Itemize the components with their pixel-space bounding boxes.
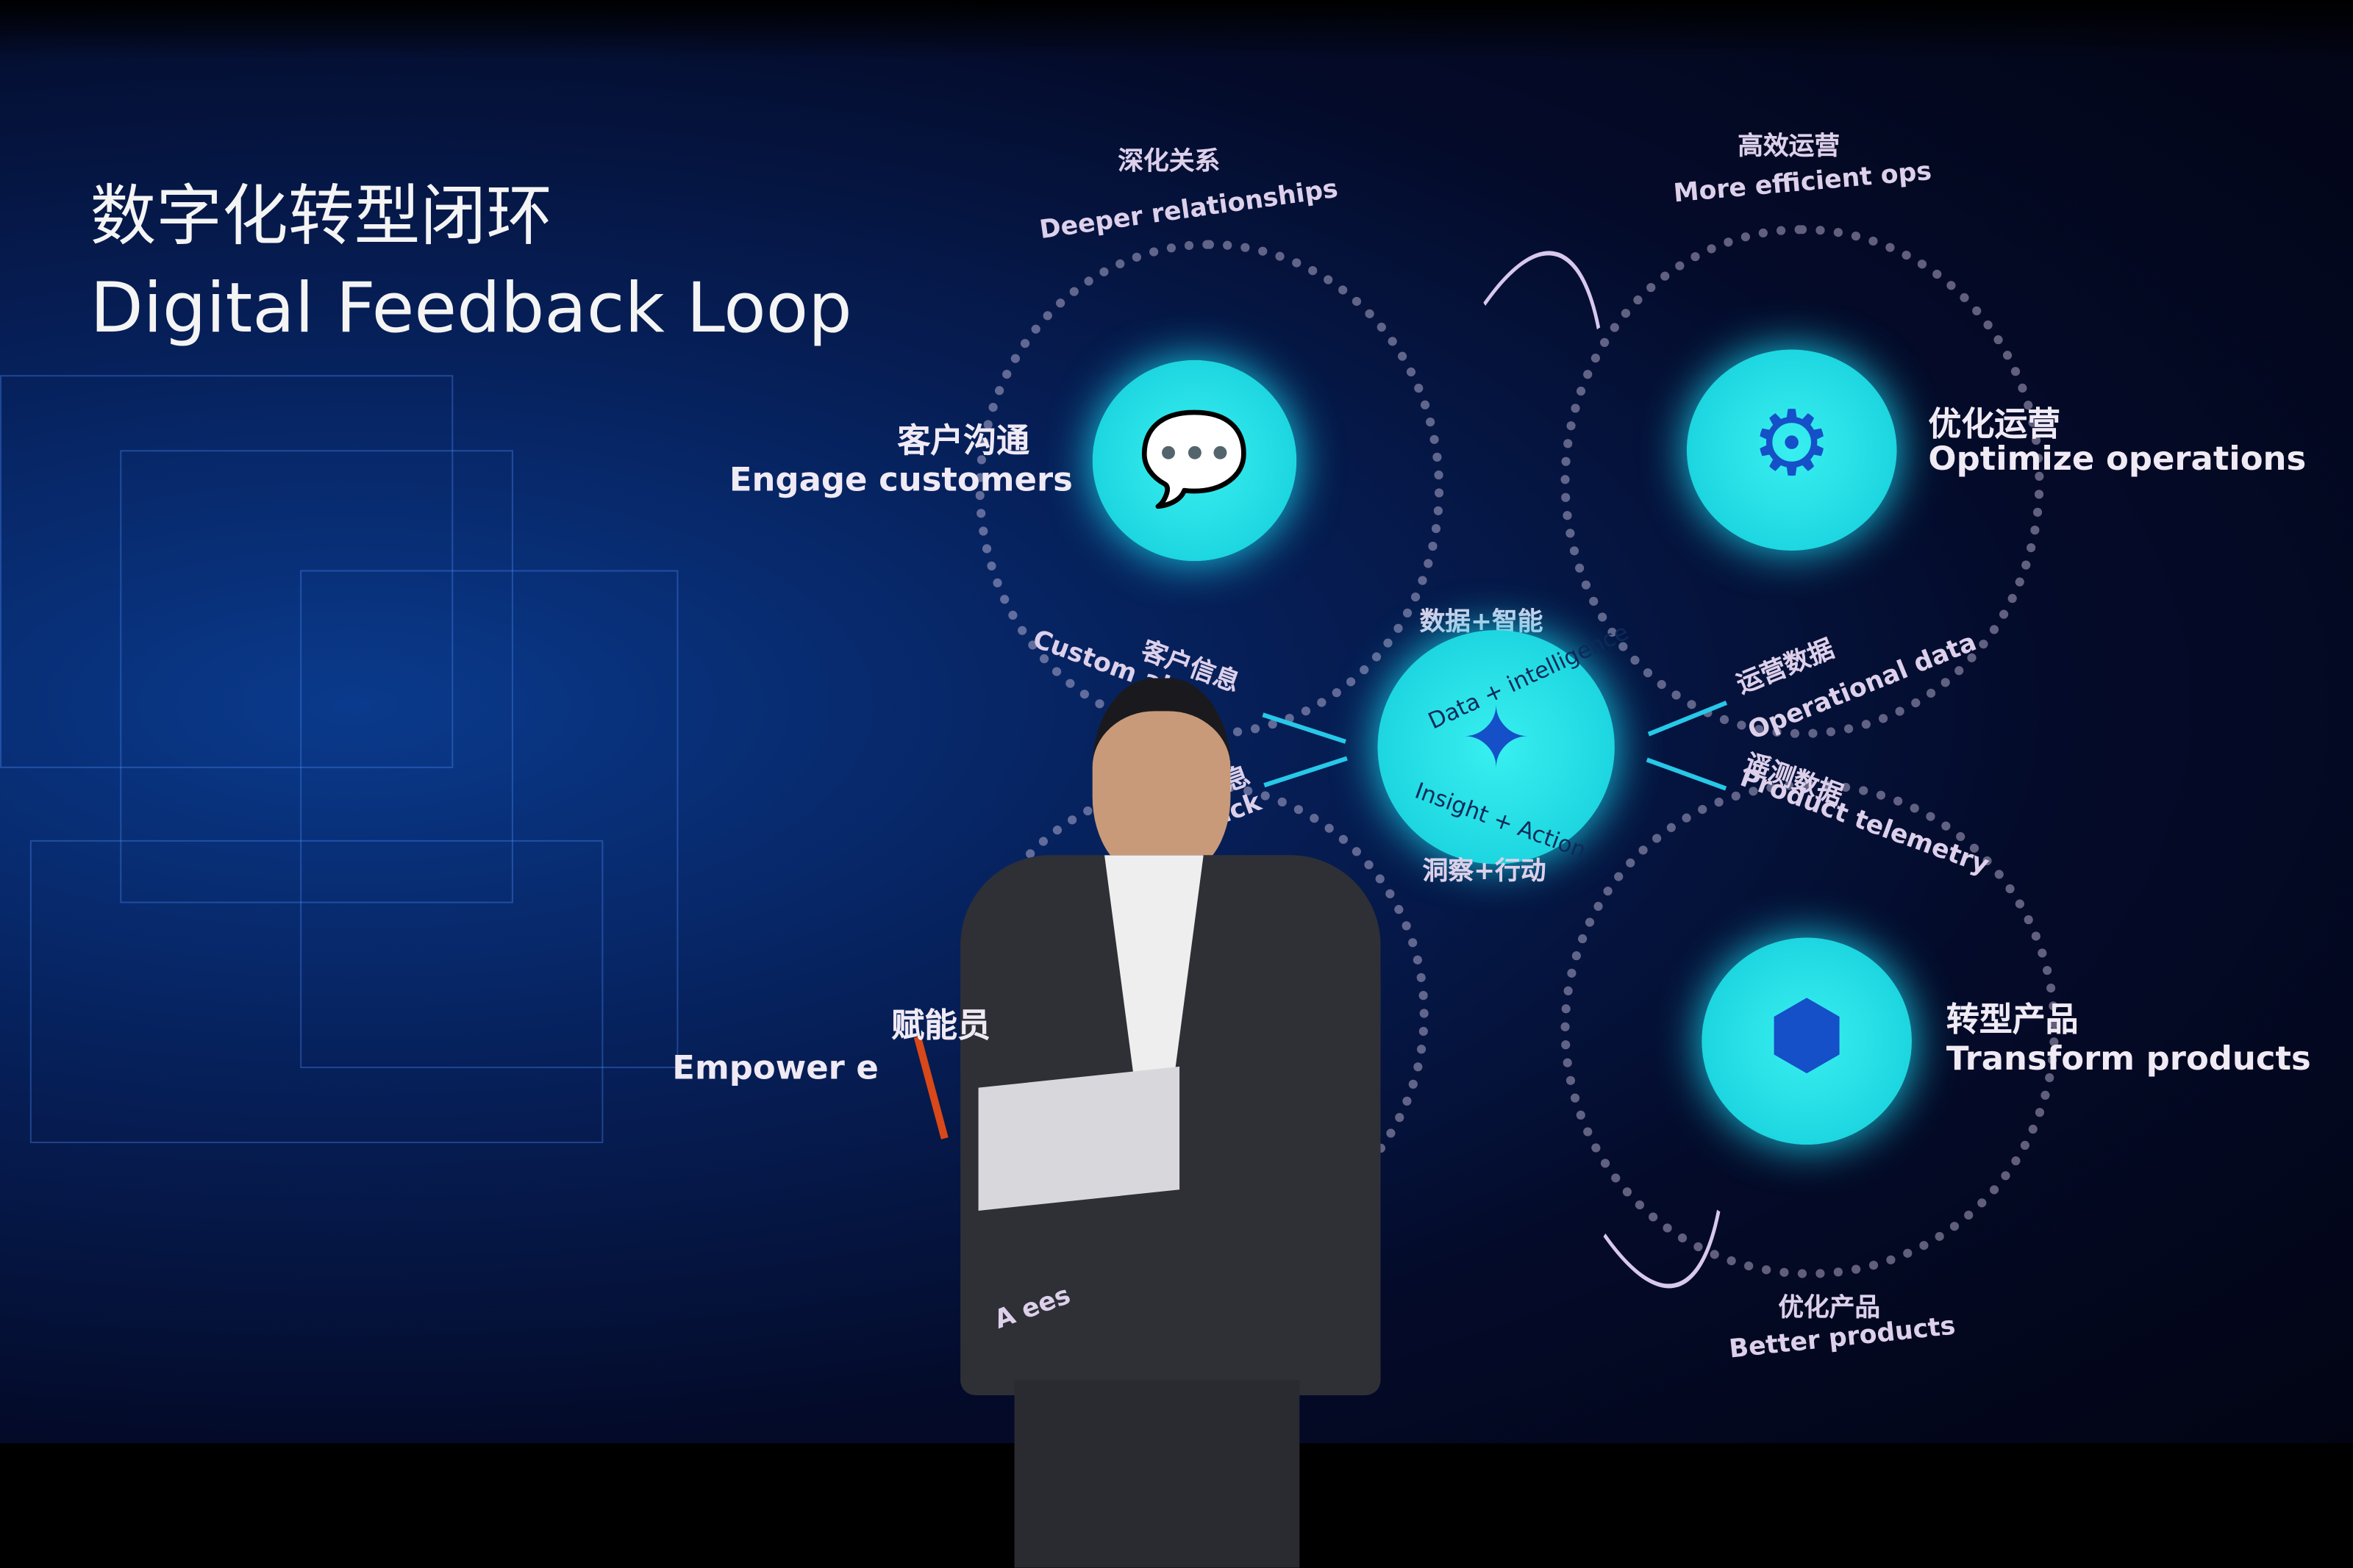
- quadrant-en: Empower e: [672, 1050, 879, 1088]
- outcome-cn: 优化产品: [1778, 1293, 1881, 1323]
- slide-title-en: Digital Feedback Loop: [90, 267, 852, 348]
- outcome-cn: 高效运营: [1738, 132, 1840, 162]
- outcome-en: More efficient ops: [1672, 157, 1933, 210]
- optimize-operations-circle: ⚙: [1686, 349, 1897, 551]
- outcome-en: Deeper relationships: [1038, 174, 1340, 246]
- ceiling-shadow: [0, 0, 2353, 60]
- chat-bubbles-icon: 💬: [1138, 407, 1251, 512]
- background-grid: [0, 375, 454, 768]
- presenter-trousers: [1014, 1380, 1300, 1568]
- hub-bottom-cn: 洞察+行动: [1422, 856, 1546, 887]
- cube-icon: ⬢: [1767, 982, 1846, 1088]
- hub-circle: Data + intelligence ✦ Insight + Action: [1377, 618, 1632, 864]
- quadrant-en: Engage customers: [729, 462, 1073, 500]
- background-grid: [29, 840, 604, 1144]
- background-grid: [300, 570, 679, 1069]
- quadrant-cn: 转型产品: [1946, 1002, 2079, 1040]
- quadrant-cn: 优化运营: [1928, 407, 2061, 445]
- gear-icon: ⚙: [1751, 391, 1832, 497]
- quadrant-en: Optimize operations: [1928, 440, 2307, 479]
- tablet-device: [978, 1066, 1180, 1211]
- slide-title-cn: 数字化转型闭环: [90, 178, 553, 255]
- network-icon: ✦: [1460, 690, 1532, 788]
- outcome-cn: 深化关系: [1118, 146, 1221, 177]
- engage-customers-circle: 💬: [1092, 359, 1297, 562]
- stylus-pen: [913, 1036, 949, 1139]
- presenter-head: [1092, 678, 1231, 876]
- quadrant-en: Transform products: [1946, 1041, 2311, 1079]
- background-grid: [120, 450, 513, 903]
- transform-products-circle: ⬢: [1702, 937, 1912, 1145]
- quadrant-cn: 客户沟通: [897, 423, 1030, 461]
- quadrant-cn: 赋能员: [891, 1008, 990, 1046]
